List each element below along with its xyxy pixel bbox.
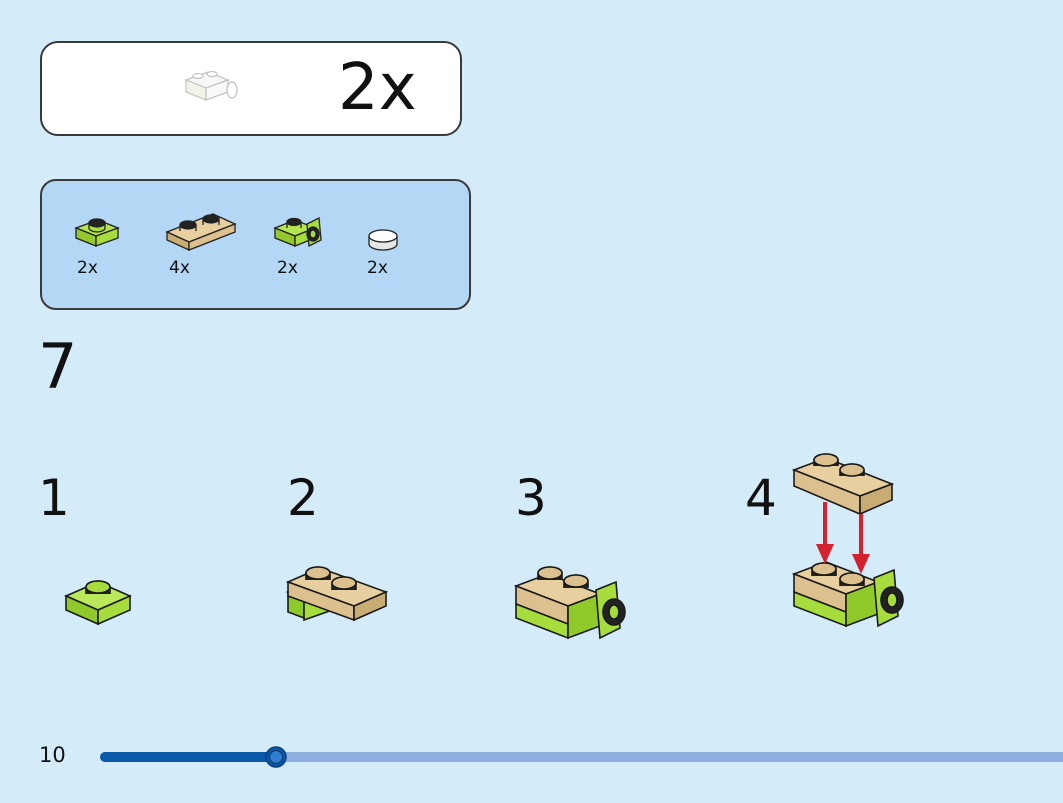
part-quantity: 2x xyxy=(77,258,98,278)
part-quantity: 4x xyxy=(169,258,190,278)
substep-4-model xyxy=(791,453,904,628)
substep-number: 2 xyxy=(287,469,319,527)
page-number: 10 xyxy=(39,743,66,767)
substep-1-model xyxy=(64,580,132,626)
submodel-preview-icon xyxy=(184,70,238,101)
green-plate-1x1-icon xyxy=(74,218,120,247)
substep-number: 1 xyxy=(38,469,70,527)
white-round-tile-icon xyxy=(368,229,398,251)
submodel-callout xyxy=(40,41,462,136)
arrow-down-icon xyxy=(816,502,834,564)
step-number: 7 xyxy=(38,330,78,403)
submodel-quantity: 2x xyxy=(338,51,417,125)
substep-number: 4 xyxy=(745,469,777,527)
substep-3-model xyxy=(513,566,626,640)
part-quantity: 2x xyxy=(277,258,298,278)
substep-2-model xyxy=(285,566,389,622)
part-quantity: 2x xyxy=(367,258,388,278)
progress-track xyxy=(100,752,1063,762)
green-bracket-icon xyxy=(273,216,322,248)
progress-fill xyxy=(100,752,276,762)
substep-number: 3 xyxy=(515,469,547,527)
arrow-down-icon xyxy=(852,514,870,574)
tan-plate-1x2-icon xyxy=(165,213,237,252)
parts-list-panel xyxy=(40,179,471,310)
progress-knob[interactable] xyxy=(265,746,287,768)
